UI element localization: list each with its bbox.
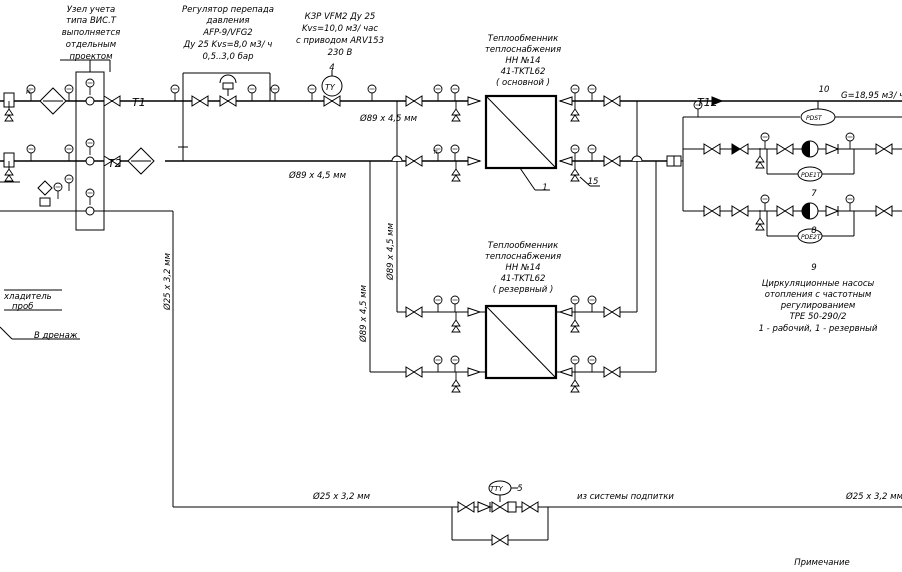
meter-node-line-5: проектом [69,52,113,62]
diagram-labels: Узел учета типа ВИС.Т выполняется отдель… [3,5,902,568]
prob-label: проб [12,302,33,312]
hx-reserve-line-4: 41-TKTL62 [501,274,546,284]
tag-ti: TI [433,150,438,156]
d25-label-a: Ø25 x 3,2 мм [312,491,371,502]
pumps-line-4: TPE 50-290/2 [790,312,847,322]
pos-1: 1 [542,183,547,193]
pos-5: 5 [517,484,522,494]
hx-main-line-3: НН №14 [505,56,540,66]
meter-node-line-3: выполняется [62,28,121,38]
d25-label-vertical: Ø25 x 3,2 мм [162,252,173,311]
meter-node [39,59,155,231]
pos-15: 15 [588,177,599,187]
cooler-label: хладитель [3,292,52,302]
hx-reserve-line-5: ( резервный ) [493,285,554,295]
pipe-t2-label: Т2 [108,157,122,170]
hx-main-line-4: 41-TKTL62 [501,67,546,77]
pos-4: 4 [329,63,334,73]
d89-label-vertical-1: Ø89 x 4,5 мм [385,222,396,281]
tag-pdet2: PDE2T [801,234,822,241]
pumps-line-2: отопления с частотным [765,290,872,300]
heat-exchanger-main [405,84,621,191]
makeup-label: из системы подпитки [577,492,674,502]
d89-label-vertical-2: Ø89 x 4,5 мм [358,284,369,343]
tag-pdet1: PDE1T [801,172,822,179]
hx-reserve-line-1: Теплообменник [488,241,559,251]
hx-main-line-2: теплоснабжения [485,45,561,55]
kzr-line-2: Kvs=10,0 м3/ час [302,24,378,34]
drain-label: В дренаж [34,331,78,341]
tag-pi: PI [26,90,31,96]
regulator-line-1: Регулятор перепада [182,5,274,15]
pipe-t1-label: Т1 [132,96,146,109]
makeup-assembly [457,480,539,546]
pump-group [666,96,893,244]
tag-tty: TTY [490,485,504,493]
d89-label-b: Ø89 x 4,5 мм [288,170,347,181]
d89-label-a: Ø89 x 4,5 мм [359,113,418,124]
meter-node-line-4: отдельным [66,40,117,50]
regulator-line-3: AFP-9/VFG2 [202,28,252,38]
heat-exchanger-reserve [405,295,621,393]
hx-main-line-1: Теплообменник [488,34,559,44]
pumps-line-1: Циркуляционные насосы [762,279,875,289]
regulator-line-5: 0,5..3,0 бар [203,52,254,62]
kzr-line-1: КЗР VFM2 Ду 25 [305,12,376,22]
regulator-line-2: давления [206,16,250,26]
pipe-t12-label: Т12 [697,96,718,109]
regulator-assembly [170,70,377,152]
tag-pdst: PDST [806,115,823,122]
d25-label-b: Ø25 x 3,2 мм [845,491,902,502]
pos-10: 10 [819,85,830,95]
pumps-line-3: регулированием [780,301,856,311]
pipe-network [0,72,902,541]
meter-node-line-2: типа ВИС.Т [66,16,117,26]
pumps-line-5: 1 - рабочий, 1 - резервный [759,324,878,334]
regulator-line-4: Ду 25 Kvs=8,0 м3/ ч [183,40,273,50]
hx-reserve-line-3: НН №14 [505,263,540,273]
note-label: Примечание [794,558,850,567]
kzr-line-4: 230 В [328,48,353,58]
hx-reserve-line-2: теплоснабжения [485,252,561,262]
pos-7: 7 [811,189,817,199]
pos-9: 9 [811,263,816,273]
tag-ty: TY [325,83,336,92]
left-inlet-components [0,78,121,340]
kzr-line-3: с приводом ARV153 [296,36,384,46]
flow-g-label: G=18,95 м3/ ч [841,91,902,101]
hx-main-line-5: ( основной ) [496,78,550,88]
meter-node-line-1: Узел учета [67,5,116,15]
pos-8: 8 [811,226,817,236]
